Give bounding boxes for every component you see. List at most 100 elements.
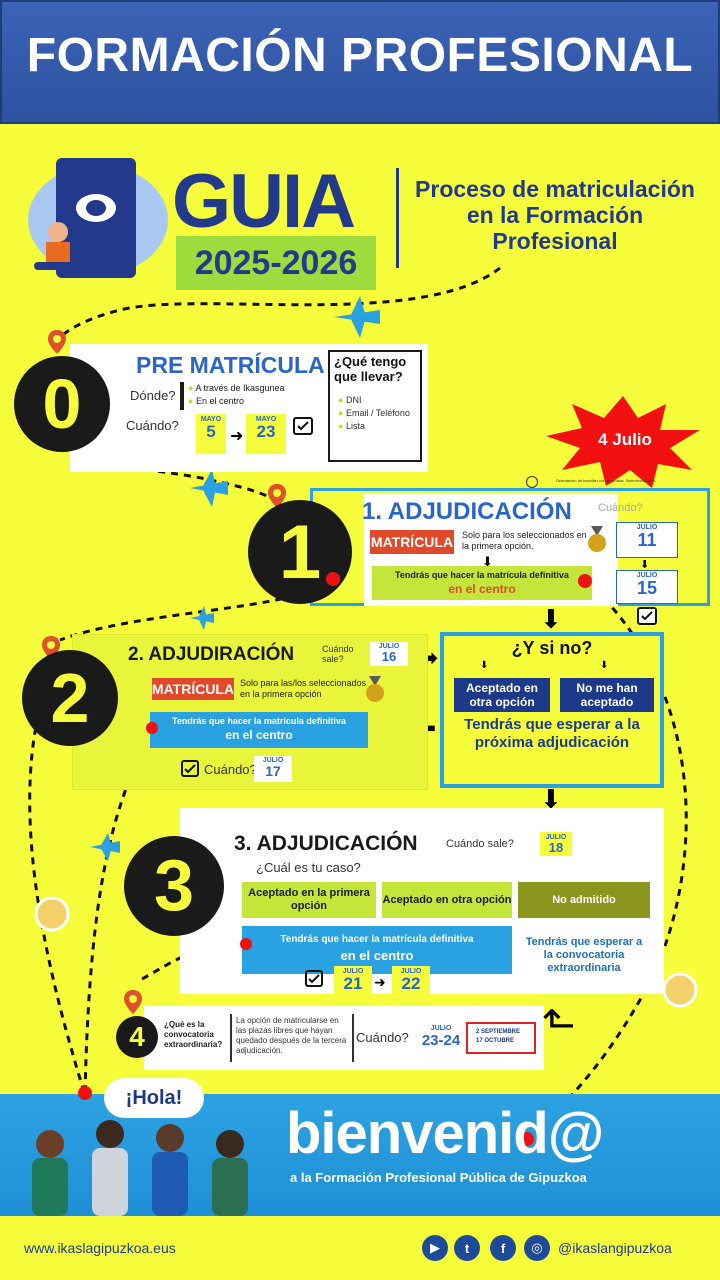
location-pin-icon xyxy=(48,330,66,354)
step1-cuando: Cuándo? xyxy=(598,502,643,514)
step2-cuando: Cuándo? xyxy=(204,762,257,777)
step1-tendras: Tendrás que hacer la matrícula definitiv… xyxy=(395,570,569,580)
step1-en-centro: en el centro xyxy=(448,582,516,596)
date-line: 2 SEPTIEMBRE xyxy=(476,1029,521,1035)
date-line: 17 OCTUBRE xyxy=(476,1038,515,1044)
step3-bar xyxy=(242,926,512,974)
step2-title: 2. ADJUDIRACIÓN xyxy=(128,644,295,665)
step0-title: PRE MATRÍCULA xyxy=(136,352,325,378)
ysino-esperar: Tendrás que esperar a la próxima adjudic… xyxy=(464,716,640,751)
red-dot xyxy=(146,722,158,734)
calendar-icon xyxy=(637,607,657,625)
divider xyxy=(352,1014,354,1062)
calendar-icon xyxy=(181,760,199,777)
airplane-icon xyxy=(190,606,214,630)
year-badge: 2025-2026 xyxy=(176,236,376,290)
footer-url[interactable]: www.ikaslagipuzkoa.eus xyxy=(24,1240,176,1256)
step2-solo: Solo para las/los seleccionados en la pr… xyxy=(240,678,367,699)
step2-en-centro: en el centro xyxy=(225,728,293,742)
divider xyxy=(396,168,399,268)
step3-opt3: No admitido xyxy=(518,882,650,918)
ysino-title: ¿Y si no? xyxy=(511,638,593,658)
guia-title: GUIA xyxy=(172,159,356,244)
top-banner xyxy=(0,0,720,124)
donde-list: ● A través de Ikasgunea ● En el centro xyxy=(188,382,285,408)
donde-divider xyxy=(180,382,184,410)
step4-answer: La opción de matricularse en las plazas … xyxy=(236,1016,347,1055)
instagram-icon[interactable]: ◎ xyxy=(524,1235,550,1261)
step1-title: 1. ADJUDICACIÓN xyxy=(362,498,572,525)
footer xyxy=(0,1216,720,1280)
step2-bar xyxy=(150,712,368,748)
proceso-title: Proceso de matriculación en la Formación… xyxy=(415,176,695,254)
red-dot xyxy=(78,1086,92,1100)
step3-tendras: Tendrás que hacer la matrícula definitiv… xyxy=(280,934,474,945)
red-dot xyxy=(578,574,592,588)
info-dot xyxy=(526,476,538,488)
hola-bubble: ¡Hola! xyxy=(104,1078,204,1118)
que-llevar-title: ¿Qué tengo que llevar? xyxy=(334,354,407,384)
airplane-icon xyxy=(90,833,120,861)
student-illustration-icon xyxy=(28,158,168,278)
banner-title: FORMACIÓN PROFESIONAL xyxy=(26,29,694,82)
step3-opt1: Aceptado en la primera opción xyxy=(242,882,376,918)
people-illustration-icon xyxy=(32,1120,248,1216)
matricula-badge: MATRÍCULA xyxy=(152,678,234,700)
step2-number: 2 xyxy=(22,650,118,746)
star-label: 4 Julio xyxy=(598,430,652,449)
list-item: ● A través de Ikasgunea xyxy=(188,383,285,393)
bienvenid-title: bienvenid@ xyxy=(286,1101,604,1166)
step1-number: 1 xyxy=(248,500,352,604)
step3-caso: ¿Cuál es tu caso? xyxy=(256,860,361,875)
arrow-down-icon: ⬇ xyxy=(540,604,562,634)
twitter-icon[interactable]: t xyxy=(454,1235,480,1261)
list-item: ● Lista xyxy=(338,421,365,431)
step3-number: 3 xyxy=(124,836,224,936)
arrow-down-icon: ⬇ xyxy=(482,554,493,569)
arrow-down-icon: ⬇ xyxy=(600,660,609,671)
location-pin-icon xyxy=(268,484,286,508)
propeller-plane-icon xyxy=(34,896,70,932)
propeller-plane-icon xyxy=(662,972,698,1008)
que-llevar-box xyxy=(328,350,422,462)
arrow-right-icon: ➜ xyxy=(230,428,244,445)
donde-label: Dónde? xyxy=(130,388,176,403)
extraordinaria-dates: 2 SEPTIEMBRE 17 OCTUBRE xyxy=(466,1022,536,1054)
medal-icon xyxy=(366,676,384,702)
step4-number: 4 xyxy=(116,1016,158,1058)
footer-handle[interactable]: @ikaslangipuzkoa xyxy=(558,1240,672,1256)
step3-opt2: Aceptado en otra opción xyxy=(382,882,512,918)
cuando-label: Cuándo? xyxy=(126,418,179,433)
matricula-badge: MATRÍCULA xyxy=(370,530,454,554)
star-note: Orientación de bachiller con amanada, Se… xyxy=(556,478,656,483)
arrow-down-icon: ⬇ xyxy=(640,559,650,571)
ysino-opt1: Aceptado en otra opción xyxy=(454,678,550,712)
step4-cuando: Cuándo? xyxy=(356,1030,409,1045)
location-pin-icon xyxy=(124,990,142,1014)
list-item: ● DNI xyxy=(338,395,362,405)
step3-title: 3. ADJUDICACIÓN xyxy=(234,832,418,855)
facebook-icon[interactable]: f xyxy=(490,1235,516,1261)
step3-cuando-sale: Cuándo sale? xyxy=(446,838,514,850)
calendar-icon xyxy=(293,417,313,435)
step3-en-centro: en el centro xyxy=(340,948,414,963)
step2-tendras: Tendrás que hacer la matrícula definitiv… xyxy=(172,716,346,726)
starburst-icon xyxy=(546,396,700,488)
youtube-icon[interactable]: ▶ xyxy=(422,1235,448,1261)
medal-icon xyxy=(588,526,606,552)
bienvenid-subtitle: a la Formación Profesional Pública de Gi… xyxy=(290,1170,587,1185)
red-dot xyxy=(240,938,252,950)
step1-solo: Solo para los seleccionados en la primer… xyxy=(462,530,587,551)
step1-bar xyxy=(372,566,592,600)
